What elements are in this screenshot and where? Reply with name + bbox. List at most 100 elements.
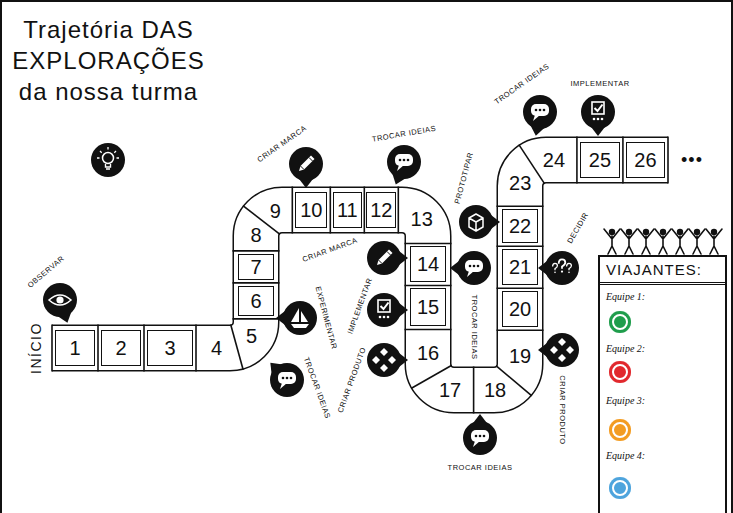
track-cell: 7 [238,254,274,280]
legend-label: Equipe 2: [606,343,645,355]
cell-number: 2 [115,338,126,358]
chat-bubble [471,430,489,442]
activity-label: CRIAR MARCA [301,237,358,264]
legend-item: Equipe 3: [606,395,645,407]
chat-dot [475,435,478,438]
activity-icon [592,102,604,120]
track-cell: 2 [101,330,141,366]
cell-divider [576,137,578,184]
check-dot [601,118,604,121]
bubble-shape [457,251,491,285]
check-box [592,102,604,114]
legend-label: Equipe 3: [606,395,645,407]
cell-number: 23 [509,173,531,193]
chat-dot [483,435,486,438]
question-hook [559,259,566,268]
bubble-shape [463,421,497,455]
cell-divider [330,187,332,234]
check-mark [595,105,603,112]
cell-number: 6 [250,291,261,311]
track-cell: 6 [238,286,274,316]
cell-number: 22 [509,216,531,236]
chat-bubble [395,154,413,166]
activity-bubble: TROCAR IDEIAS [523,95,557,129]
cell-number: 18 [484,380,506,400]
track-cell: 9 [268,201,283,221]
bubble-shape [523,95,557,129]
bubble-disc [459,205,493,239]
bubble-disc [545,333,579,367]
traveler-figure [706,229,722,254]
activity-icon [550,338,574,362]
boat-hull [291,324,309,328]
traveler-figure [655,229,671,254]
product-diamond [558,338,566,346]
question-hook [567,263,572,270]
check-dot [379,316,382,319]
cell-number: 11 [337,200,358,220]
chat-tail [467,271,474,277]
cell-divider [233,250,280,252]
cell-number: 8 [250,225,261,245]
track-cell: 17 [437,380,463,400]
product-diamond [380,364,388,372]
activity-label: CRIAR PRODUTO [558,375,566,444]
cell-number: 14 [417,254,439,274]
activity-label: PROTOTIPAR [454,151,475,204]
cell-number: 12 [370,200,392,220]
cell-divider [398,187,400,234]
bubble-shape [270,363,304,397]
bubble-shape [387,145,421,179]
eye-pupil [56,296,63,303]
cell-number: 10 [300,200,322,220]
cell-number: 20 [509,299,531,319]
continuation-dots: ••• [681,151,703,169]
chat-dot [399,159,402,162]
track-cell: 8 [248,225,263,245]
bubble-disc [283,301,317,335]
track-cell: 15 [410,288,446,326]
activity-bubble: CRIAR PRODUTO [367,343,401,377]
cell-divider [497,329,544,331]
bubble-shape [581,95,615,129]
activity-bubble: PROTOTIPAR [459,205,493,239]
cell-number: 1 [69,338,80,358]
sail-jib [301,311,308,322]
activity-bubble: TROCAR IDEIAS [463,421,497,455]
bubble-shape [289,147,323,181]
activity-icon [469,214,483,231]
bubble-disc [457,251,491,285]
activity-icon [377,250,393,266]
activity-bubble: CRIAR MARCA [367,241,401,275]
cell-divider [405,285,452,287]
track-cell: 11 [333,192,362,228]
track-cell: 20 [502,291,538,327]
chat-dot [286,377,289,380]
cell-number: 24 [543,150,565,170]
track-cell: 24 [541,150,567,170]
lightbulb-disc [91,143,125,177]
chat-dot [473,265,476,268]
check-dot [593,118,596,121]
activity-label: CRIAR PRODUTO [337,346,368,414]
track-cell: 1 [55,330,95,366]
track-cell: 21 [502,249,538,285]
activity-icon [299,156,315,172]
cell-number: 5 [246,326,257,346]
activity-icon [395,154,413,171]
legend-label: Equipe 1: [606,291,645,303]
cell-divider [622,137,624,184]
activity-label: TROCAR IDEIAS [302,356,331,419]
product-diamond [380,348,388,356]
activity-icon [471,430,489,447]
track-cell: 12 [366,192,396,228]
track-cell: 14 [410,246,446,282]
track-cell: 3 [147,330,193,366]
diagram-title: Trajetória DAS EXPLORAÇÕES da nossa turm… [6,14,211,108]
question-hook [553,263,558,270]
track-cell: 5 [244,326,259,346]
cell-divider [497,205,544,207]
cell-divider [667,137,669,184]
